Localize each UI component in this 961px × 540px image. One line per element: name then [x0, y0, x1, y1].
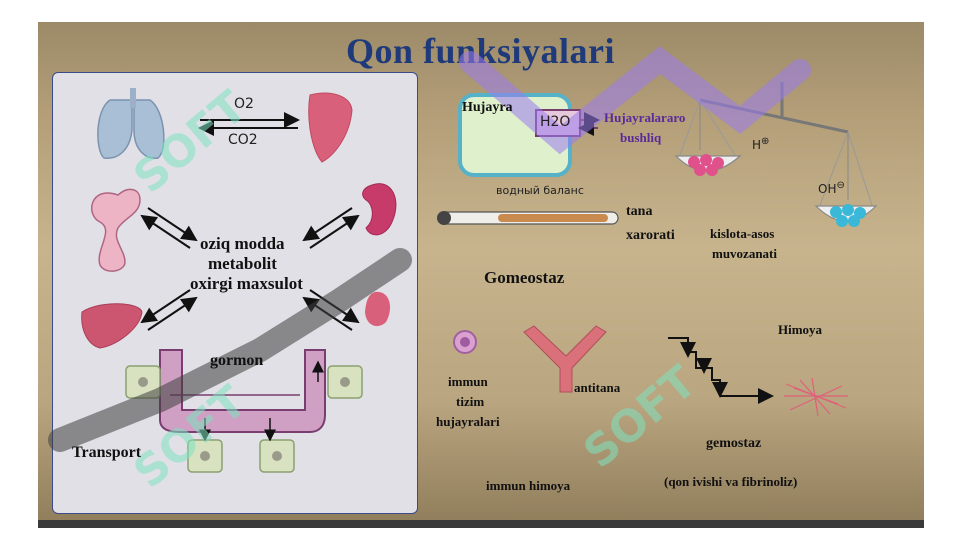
temperature-label-2: xarorati — [626, 228, 675, 243]
o2-label: O2 — [234, 96, 254, 112]
center-label-2: metabolit — [208, 254, 277, 273]
watermark: SOFT SOFT SOFT — [48, 46, 811, 498]
acid-base-label-1: kislota-asos — [710, 226, 775, 241]
water-label: H2O — [540, 114, 571, 130]
lungs-icon — [97, 88, 165, 159]
thermometer-icon — [437, 211, 619, 225]
h-ion-label: H⊕ — [752, 136, 770, 152]
kidney-icon — [362, 183, 397, 236]
svg-text:SOFT: SOFT — [574, 356, 706, 478]
gormon-label: gormon — [210, 352, 264, 369]
liver-icon — [81, 303, 143, 349]
cell-label: Hujayra — [462, 100, 513, 115]
muscle-icon — [308, 92, 353, 163]
oh-ion-label: OH⊖ — [818, 180, 845, 196]
organ-icon — [365, 291, 391, 327]
himoya-label: Himoya — [778, 322, 823, 337]
water-balance-label: водный баланс — [496, 184, 584, 197]
transport-label: Transport — [72, 444, 142, 461]
immune-protection-label: immun himoya — [486, 478, 571, 493]
interstitial-label-1: Hujayralararo — [604, 110, 686, 125]
co2-label: CO2 — [228, 132, 258, 148]
immune-cells-label-3: hujayralari — [436, 414, 500, 429]
slide-bottom-bar — [38, 520, 924, 528]
immune-cells-label-2: tizim — [456, 394, 485, 409]
interstitial-label-2: bushliq — [620, 130, 662, 145]
immune-cells-label-1: immun — [448, 374, 488, 389]
acid-base-label-2: muvozanati — [712, 246, 777, 261]
antibody-icon — [523, 325, 607, 393]
center-label-1: oziq modda — [200, 234, 285, 253]
antibody-label: antitana — [574, 380, 621, 395]
intestine-icon — [91, 188, 141, 272]
center-label-3: oxirgi maxsulot — [190, 274, 303, 293]
fibrin-net-icon — [784, 377, 848, 417]
temperature-label-1: tana — [626, 204, 653, 219]
hemostasis-sub-label: (qon ivishi va fibrinoliz) — [664, 474, 798, 489]
homeostasis-label: Gomeostaz — [484, 268, 565, 287]
hemostasis-label: gemostaz — [706, 436, 762, 451]
